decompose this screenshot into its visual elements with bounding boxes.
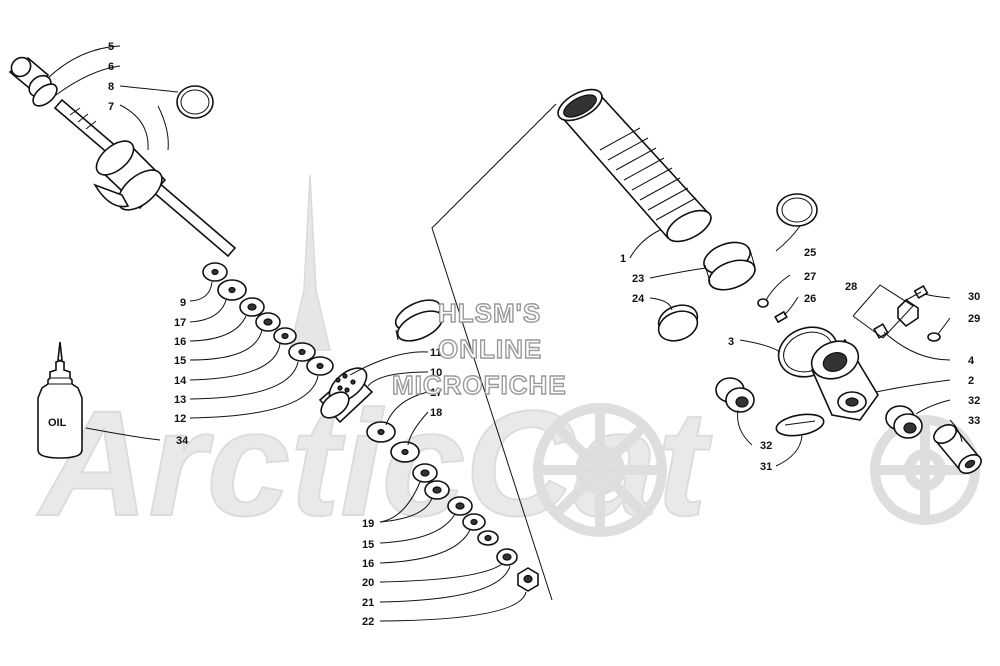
callout-16-lower: 16 bbox=[362, 558, 374, 570]
callout-18: 18 bbox=[430, 407, 442, 419]
callout-28: 28 bbox=[845, 281, 857, 293]
callout-16-upper: 16 bbox=[174, 336, 186, 348]
callout-29: 29 bbox=[968, 313, 980, 325]
callout-33: 33 bbox=[968, 415, 980, 427]
callout-27: 27 bbox=[804, 271, 816, 283]
part-11-piston-ring bbox=[394, 299, 445, 342]
callout-6: 6 bbox=[108, 61, 114, 73]
callout-24: 24 bbox=[632, 293, 645, 305]
callout-21: 21 bbox=[362, 597, 374, 609]
callout-30: 30 bbox=[968, 291, 980, 303]
spire-watermark-icon bbox=[289, 174, 331, 351]
body-assembly bbox=[557, 88, 982, 474]
leader-lines bbox=[47, 45, 963, 622]
oil-bottle-label: OIL bbox=[48, 417, 67, 429]
part-4-adapter bbox=[873, 323, 889, 339]
right-washer-stack bbox=[366, 421, 539, 592]
callout-17-upper: 17 bbox=[174, 317, 186, 329]
part-2-eyelet-body bbox=[810, 338, 879, 421]
part-33-sleeve bbox=[933, 424, 982, 474]
part-32-bushing-left bbox=[715, 377, 755, 413]
part-5-bushing bbox=[8, 56, 58, 107]
callout-26: 26 bbox=[804, 293, 816, 305]
part-24-snap-ring bbox=[657, 304, 699, 342]
part-1-body-tube bbox=[557, 88, 712, 243]
part-23-seal-head bbox=[703, 241, 756, 291]
part-7-body-cap bbox=[93, 140, 167, 211]
part-27-small-o-ring bbox=[757, 298, 769, 308]
callout-32-left: 32 bbox=[760, 440, 772, 452]
part-10-piston bbox=[318, 367, 374, 424]
part-25-o-ring bbox=[776, 193, 818, 227]
part-29-o-ring bbox=[927, 332, 941, 342]
exploded-view-bracket bbox=[431, 103, 557, 601]
watermark: ArcticCat bbox=[35, 174, 980, 548]
callout-15-upper: 15 bbox=[174, 355, 186, 367]
callout-22: 22 bbox=[362, 616, 374, 628]
piston-valve-assembly bbox=[318, 299, 539, 592]
part-31-decal bbox=[775, 413, 825, 437]
part-30-valve-fitting bbox=[897, 284, 929, 328]
callout-25: 25 bbox=[804, 247, 816, 259]
watermark-line-2: ONLINE bbox=[438, 334, 542, 364]
callout-8: 8 bbox=[108, 81, 114, 93]
callout-32-right: 32 bbox=[968, 395, 980, 407]
piston-rod-assembly bbox=[8, 56, 334, 376]
callout-23: 23 bbox=[632, 273, 644, 285]
part-22-nut bbox=[517, 567, 539, 592]
callout-20: 20 bbox=[362, 577, 374, 589]
part-32-bushing-right bbox=[885, 405, 923, 439]
callout-2: 2 bbox=[968, 375, 974, 387]
callout-13: 13 bbox=[174, 394, 186, 406]
callout-19: 19 bbox=[362, 518, 374, 530]
callout-14: 14 bbox=[174, 375, 187, 387]
callout-3: 3 bbox=[728, 336, 734, 348]
oil-bottle-icon: OIL bbox=[37, 341, 83, 459]
callout-7: 7 bbox=[108, 101, 114, 113]
watermark-line-1: HLSM'S bbox=[438, 298, 541, 328]
callout-9: 9 bbox=[180, 297, 186, 309]
callout-15-lower: 15 bbox=[362, 539, 374, 551]
callout-10: 10 bbox=[430, 367, 442, 379]
callout-34: 34 bbox=[176, 435, 189, 447]
callout-31: 31 bbox=[760, 461, 772, 473]
watermark-line-3: MICROFICHE bbox=[392, 370, 567, 400]
watermark-text: HLSM'S ONLINE MICROFICHE bbox=[391, 297, 567, 400]
callout-17-lower: 17 bbox=[430, 387, 442, 399]
callout-11: 11 bbox=[430, 347, 442, 359]
callout-4: 4 bbox=[968, 355, 975, 367]
callout-5: 5 bbox=[108, 41, 114, 53]
callout-12: 12 bbox=[174, 413, 186, 425]
callout-numbers: 5 6 8 7 9 17 16 15 14 13 12 34 11 10 17 … bbox=[108, 41, 980, 628]
callout-1: 1 bbox=[620, 253, 626, 265]
part-8-o-ring bbox=[176, 85, 214, 119]
left-washer-stack bbox=[202, 262, 334, 376]
part-28-bracket bbox=[852, 284, 914, 339]
